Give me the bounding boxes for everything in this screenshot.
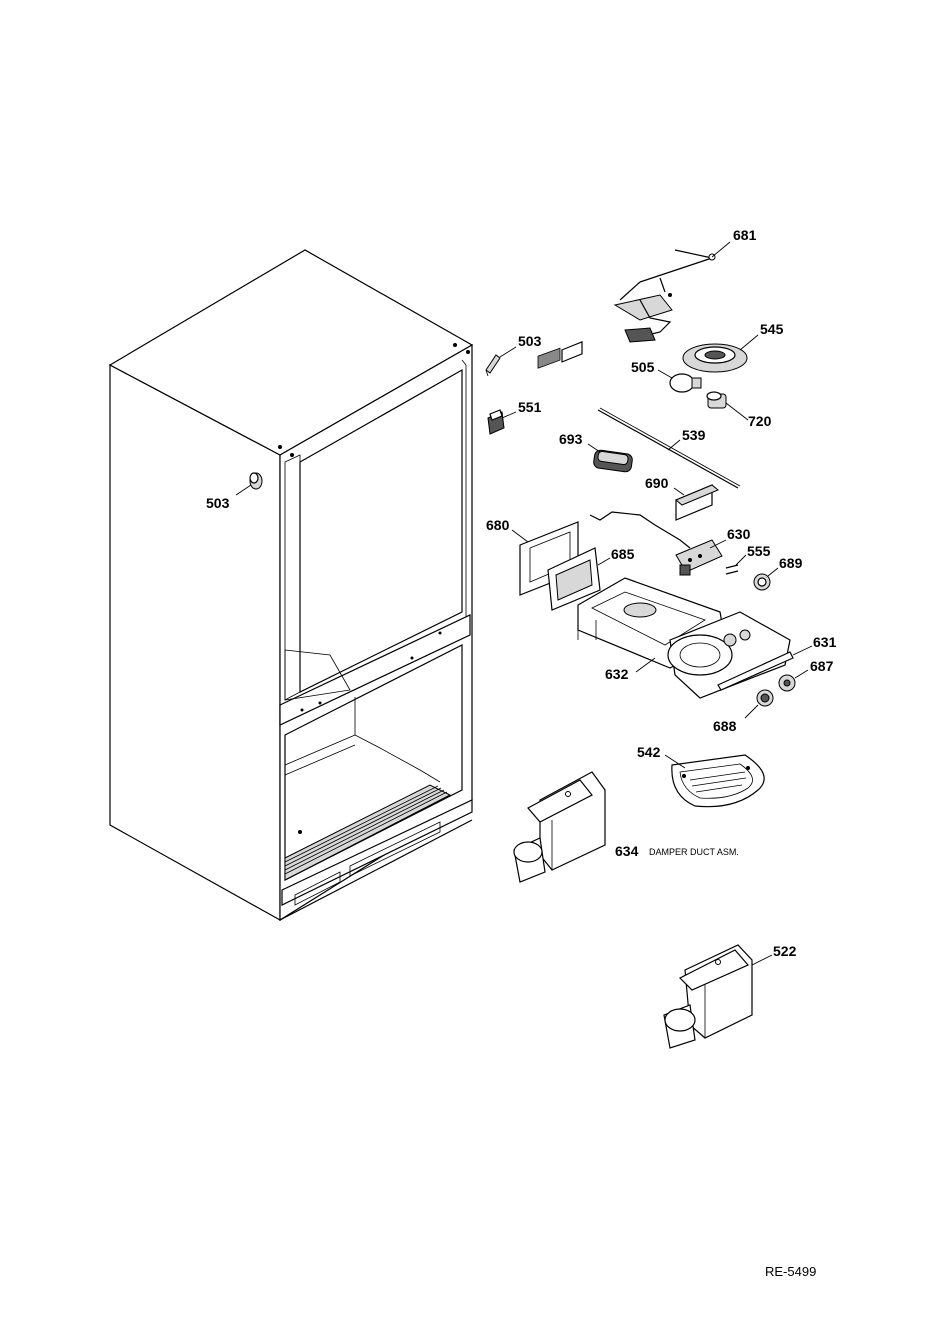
part-630-drawing — [589, 511, 723, 576]
label-685: 685 — [611, 546, 635, 562]
part-687-drawing — [778, 674, 796, 692]
part-631-drawing — [717, 651, 794, 691]
part-685-drawing — [547, 341, 601, 611]
label-545: 545 — [760, 321, 784, 337]
label-680: 680 — [486, 517, 510, 533]
part-681-drawing — [613, 249, 716, 343]
label-631: 631 — [813, 634, 837, 650]
label-634: 634 — [615, 843, 639, 859]
label-688: 688 — [713, 718, 737, 734]
part-522-drawing — [663, 944, 753, 1049]
refrigerator-case-drawing — [108, 249, 474, 922]
label-634-description: DAMPER DUCT ASM. — [649, 847, 739, 857]
label-522: 522 — [773, 943, 797, 959]
label-539: 539 — [682, 427, 706, 443]
leader-lines — [235, 241, 813, 966]
label-632: 632 — [605, 666, 629, 682]
part-680-drawing — [519, 347, 579, 596]
label-693: 693 — [559, 431, 583, 447]
part-689-drawing — [753, 573, 771, 591]
part-688-drawing — [756, 689, 774, 707]
part-503-left-drawing — [249, 472, 263, 490]
label-542: 542 — [637, 744, 661, 760]
part-labels: 681 545 503 505 720 551 539 693 690 503 … — [206, 227, 837, 959]
document-code: RE-5499 — [765, 1264, 816, 1279]
part-632-drawing — [577, 577, 791, 699]
part-555-drawing — [725, 564, 739, 575]
part-720-drawing — [706, 391, 727, 409]
part-545-drawing — [682, 343, 748, 373]
part-505-drawing — [669, 373, 702, 393]
part-539-drawing — [597, 407, 741, 489]
part-634-drawing — [513, 771, 606, 883]
part-693-drawing — [593, 449, 633, 473]
part-551-drawing — [487, 409, 505, 435]
label-689: 689 — [779, 555, 803, 571]
part-542-drawing — [671, 754, 765, 808]
label-555: 555 — [747, 543, 771, 559]
label-551: 551 — [518, 399, 542, 415]
label-720: 720 — [748, 413, 772, 429]
label-505: 505 — [631, 359, 655, 375]
part-503-top-drawing — [485, 354, 501, 377]
label-503-left: 503 — [206, 495, 230, 511]
part-690-drawing — [675, 484, 719, 521]
label-690: 690 — [645, 475, 669, 491]
label-503-top: 503 — [518, 333, 542, 349]
label-681: 681 — [733, 227, 757, 243]
label-630: 630 — [727, 526, 751, 542]
label-687: 687 — [810, 658, 834, 674]
bottom-grille — [284, 784, 452, 881]
